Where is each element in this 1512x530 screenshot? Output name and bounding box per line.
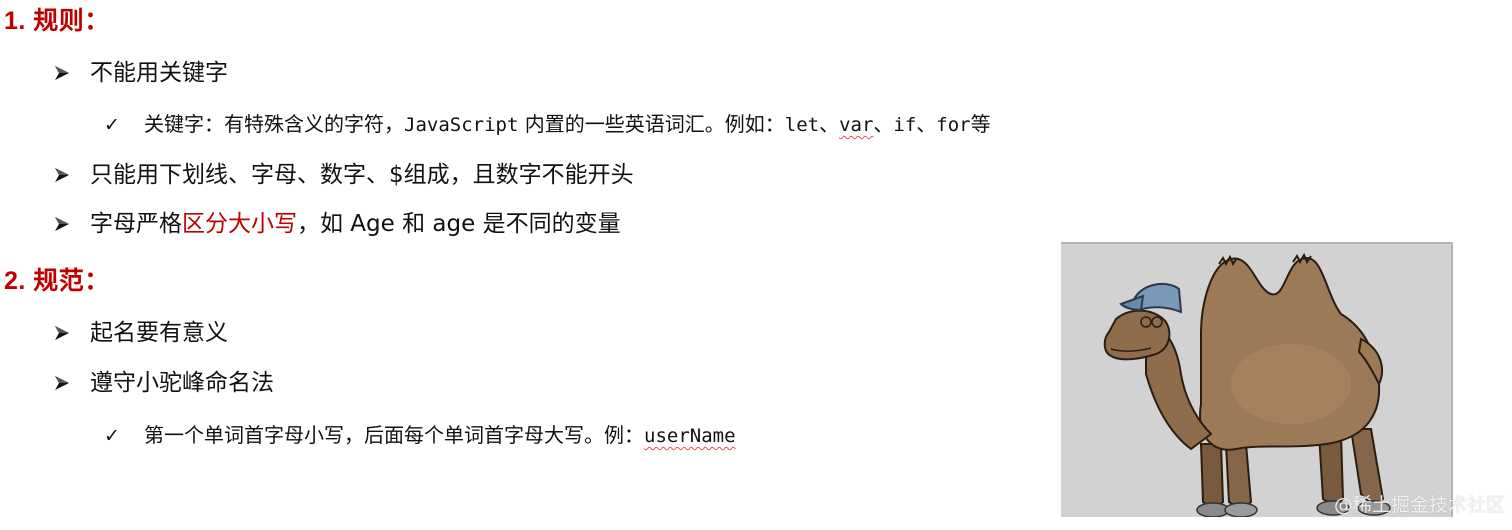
arrow-bullet-icon xyxy=(55,168,69,182)
sub-item-text: 关键字：有特殊含义的字符，JavaScript 内置的一些英语词汇。例如：let… xyxy=(144,110,991,139)
keyword-definition-mid: 内置的一些英语词汇。例如： xyxy=(518,112,785,136)
keyword-if: if xyxy=(893,114,917,136)
list-item-text: 只能用下划线、字母、数字、$组成，且数字不能开头 xyxy=(90,162,634,188)
list-item-allowed-characters: 只能用下划线、字母、数字、$组成，且数字不能开头 xyxy=(54,160,634,190)
separator: 、 xyxy=(916,112,937,136)
list-item-no-keywords: 不能用关键字 xyxy=(54,58,228,88)
case-sensitive-highlight: 区分大小写 xyxy=(182,211,297,237)
camel-icon xyxy=(1103,252,1391,517)
section-heading-conventions: 2. 规范： xyxy=(4,267,110,295)
keyword-let: let xyxy=(784,114,820,136)
camel-illustration xyxy=(1061,242,1453,517)
arrow-bullet-icon xyxy=(55,217,69,231)
camel-case-description: 第一个单词首字母小写，后面每个单词首字母大写。例： xyxy=(144,423,644,447)
list-item-case-sensitive: 字母严格区分大小写，如 Age 和 age 是不同的变量 xyxy=(54,209,621,239)
arrow-bullet-icon xyxy=(55,326,69,340)
separator: 、 xyxy=(873,112,894,136)
list-item-text: 不能用关键字 xyxy=(90,60,228,86)
javascript-term: JavaScript xyxy=(404,114,519,136)
section-heading-rules: 1. 规则： xyxy=(4,7,110,35)
list-item-camel-case: 遵守小驼峰命名法 xyxy=(54,368,274,398)
sub-item-text: 第一个单词首字母小写，后面每个单词首字母大写。例：userName xyxy=(144,421,736,450)
check-bullet-icon: ✓ xyxy=(104,113,120,136)
keyword-definition-suffix: 等 xyxy=(970,112,991,136)
list-item-text: 起名要有意义 xyxy=(90,320,228,346)
separator: 、 xyxy=(819,112,840,136)
sub-item-camel-case-example: ✓ 第一个单词首字母小写，后面每个单词首字母大写。例：userName xyxy=(104,421,736,450)
list-item-text: 遵守小驼峰命名法 xyxy=(90,370,274,396)
keyword-for: for xyxy=(936,114,971,136)
camel-case-example-code: userName xyxy=(644,425,736,447)
keyword-definition-prefix: 关键字：有特殊含义的字符， xyxy=(144,112,404,136)
list-item-text: 字母严格区分大小写，如 Age 和 age 是不同的变量 xyxy=(90,209,621,239)
case-text-after: ，如 Age 和 age 是不同的变量 xyxy=(297,211,621,237)
watermark: @稀土掘金技术社区 xyxy=(1334,494,1506,516)
check-bullet-icon: ✓ xyxy=(104,424,120,447)
list-item-meaningful-names: 起名要有意义 xyxy=(54,318,228,348)
case-text-before: 字母严格 xyxy=(90,211,182,237)
sub-item-keyword-definition: ✓ 关键字：有特殊含义的字符，JavaScript 内置的一些英语词汇。例如：l… xyxy=(104,110,991,139)
arrow-bullet-icon xyxy=(55,376,69,390)
arrow-bullet-icon xyxy=(55,66,69,80)
keyword-var: var xyxy=(839,114,874,136)
